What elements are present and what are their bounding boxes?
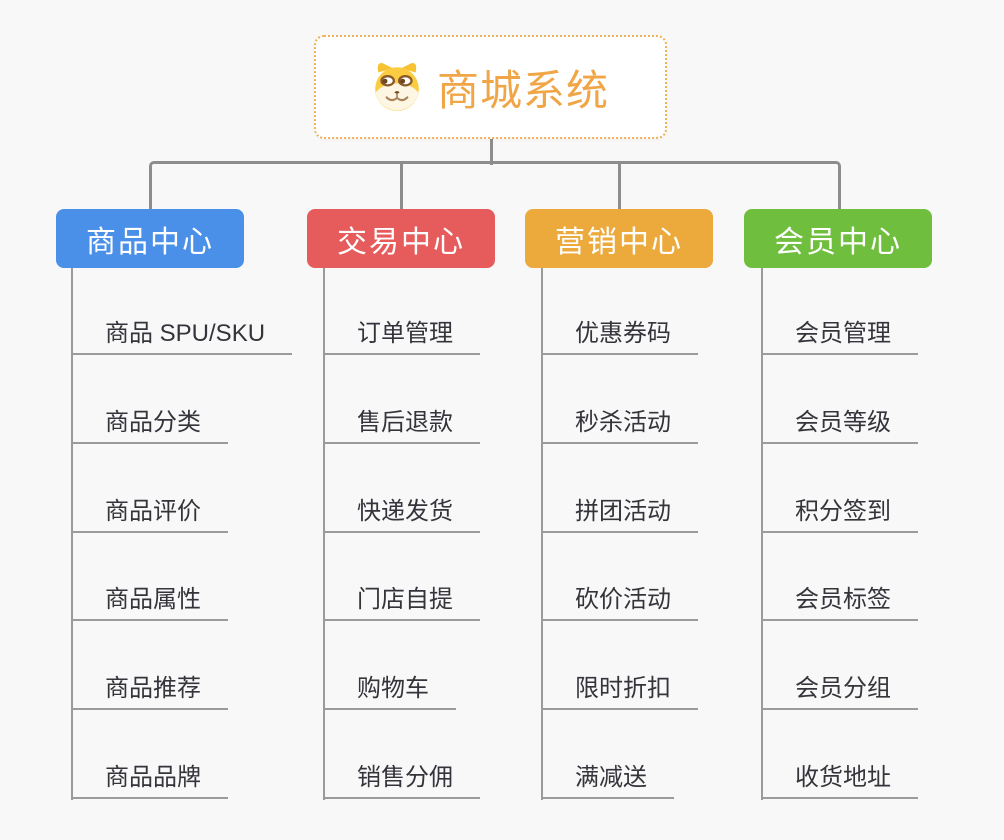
leaf-node[interactable]: 订单管理 [323,311,480,355]
branch-label: 营销中心 [555,225,683,259]
leaf-node[interactable]: 优惠券码 [541,311,698,355]
branch-node-product-center[interactable]: 商品中心 [56,209,244,268]
leaf-node[interactable]: 购物车 [323,666,456,710]
branch-label: 会员中心 [774,225,902,259]
branch-connector-bus [149,161,841,209]
branch-label: 商品中心 [86,225,214,259]
branch-trunk-2 [323,267,325,800]
leaf-node[interactable]: 商品评价 [71,489,228,533]
leaf-node[interactable]: 满减送 [541,755,674,799]
branch-trunk-3 [541,267,543,800]
leaf-node[interactable]: 商品推荐 [71,666,228,710]
leaf-node[interactable]: 积分签到 [761,489,918,533]
leaf-node[interactable]: 商品品牌 [71,755,228,799]
branch-connector-drop-2 [400,164,403,209]
leaf-node[interactable]: 会员标签 [761,577,918,621]
leaf-node[interactable]: 会员分组 [761,666,918,710]
leaf-node[interactable]: 收货地址 [761,755,918,799]
branch-label: 交易中心 [337,225,465,259]
branch-node-trade-center[interactable]: 交易中心 [307,209,495,268]
leaf-node[interactable]: 商品 SPU/SKU [71,311,293,355]
branch-connector-drop-3 [618,164,621,209]
leaf-node[interactable]: 会员等级 [761,400,918,444]
leaf-node[interactable]: 会员管理 [761,311,918,355]
root-title: 商城系统 [436,66,609,114]
doge-icon [375,63,419,111]
leaf-node[interactable]: 拼团活动 [541,489,698,533]
leaf-node[interactable]: 限时折扣 [541,666,698,710]
leaf-node[interactable]: 快递发货 [323,489,480,533]
branch-trunk-4 [761,267,763,800]
leaf-node[interactable]: 商品分类 [71,400,228,444]
branch-node-marketing-center[interactable]: 营销中心 [525,209,713,268]
root-connector-stem [490,137,493,165]
root-node[interactable]: 商城系统 [314,35,667,139]
leaf-node[interactable]: 秒杀活动 [541,400,698,444]
leaf-node[interactable]: 砍价活动 [541,577,698,621]
branch-trunk-1 [71,267,73,800]
leaf-node[interactable]: 销售分佣 [323,755,480,799]
branch-node-member-center[interactable]: 会员中心 [744,209,932,268]
leaf-node[interactable]: 售后退款 [323,400,480,444]
leaf-node[interactable]: 门店自提 [323,577,480,621]
leaf-node[interactable]: 商品属性 [71,577,228,621]
